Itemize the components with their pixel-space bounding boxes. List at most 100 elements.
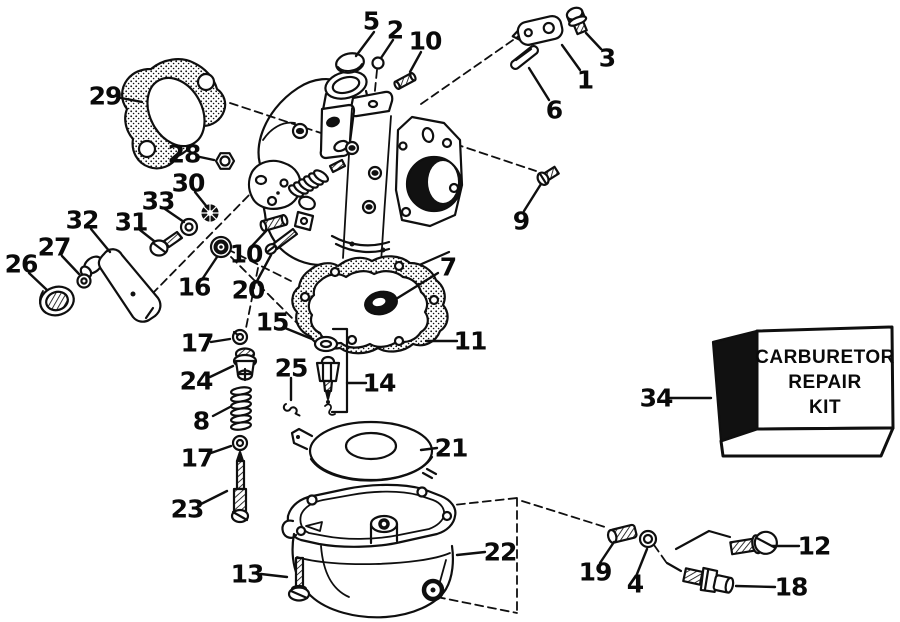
washer-4 <box>638 529 658 549</box>
callout-26: 26 <box>4 249 39 279</box>
callout-5: 5 <box>362 6 380 36</box>
screw-12 <box>729 530 778 556</box>
link-bracket-1 <box>511 15 564 46</box>
nut-28 <box>214 152 236 170</box>
intake-horn-bore <box>331 75 361 95</box>
float <box>290 420 438 482</box>
pin-6 <box>510 45 539 70</box>
callout-3: 3 <box>598 43 616 73</box>
ball-2 <box>371 56 385 70</box>
callout-21: 21 <box>434 433 469 463</box>
idle-needle-stack <box>229 328 258 524</box>
callout-14: 14 <box>362 368 397 398</box>
kit-box-bottom <box>719 426 895 458</box>
float-hinge-tab <box>290 427 314 451</box>
callout-25: 25 <box>274 353 309 383</box>
callout-33: 33 <box>141 186 176 216</box>
plug-19 <box>606 523 638 544</box>
callout-23: 23 <box>170 494 205 524</box>
fitting-18 <box>682 566 735 594</box>
callout-29: 29 <box>88 81 123 111</box>
callout-20: 20 <box>231 275 266 305</box>
kit-box-side <box>711 329 759 443</box>
callout-16: 16 <box>177 272 212 302</box>
lock-washer-17-lower <box>231 434 249 452</box>
top-hardware <box>335 6 588 186</box>
plug-hole <box>326 116 340 128</box>
callout-1: 1 <box>576 65 594 95</box>
inlet-needle-group <box>282 327 349 417</box>
o-ring-27 <box>76 273 92 289</box>
throttle-spring <box>287 158 347 198</box>
dash-to-pump-gasket <box>226 248 292 282</box>
spring-8 <box>229 386 253 431</box>
dash-left-hardware-chain <box>151 189 255 295</box>
dash-body-to-screw9 <box>454 143 537 172</box>
kit-line-1: CARBURETOR <box>755 346 895 368</box>
kit-line-3: KIT <box>808 396 842 418</box>
cam-lever <box>97 248 162 323</box>
bowl-screw-13 <box>287 556 311 602</box>
pin-10-top <box>393 72 417 90</box>
pump-gasket <box>291 255 449 355</box>
callout-31: 31 <box>114 207 149 237</box>
callout-15: 15 <box>255 307 290 337</box>
repair-kit-box <box>711 325 895 458</box>
bolt-3 <box>565 6 588 36</box>
callout-9: 9 <box>512 206 530 236</box>
dowel-pin-10 <box>259 214 289 232</box>
dash-bowl-drain <box>436 596 518 614</box>
clip-25 <box>282 403 301 417</box>
float-bowl <box>281 483 457 619</box>
kit-line-2: REPAIR <box>788 371 862 393</box>
callout-19: 19 <box>578 557 613 587</box>
callout-2: 2 <box>386 15 404 45</box>
callout-22: 22 <box>483 537 518 567</box>
needle-seat-14 <box>315 355 341 416</box>
star-washer-30 <box>200 203 220 223</box>
callout-17-lower: 17 <box>180 443 215 473</box>
linkage-plate <box>247 159 302 210</box>
dash-to-part19 <box>521 500 606 528</box>
callout-32: 32 <box>65 205 100 235</box>
bracket-14 <box>330 327 349 414</box>
callout-18: 18 <box>774 572 809 602</box>
callout-24: 24 <box>179 366 214 396</box>
screw-9 <box>536 165 560 186</box>
top-boss-hole <box>367 99 379 109</box>
gasket-bore-hole <box>146 76 206 148</box>
callout-7: 7 <box>439 252 457 282</box>
callout-10-top: 10 <box>408 26 443 56</box>
dash-to-part18 <box>653 544 667 563</box>
dash-bowl-top <box>443 497 518 507</box>
callout-13: 13 <box>230 559 265 589</box>
callout-8: 8 <box>192 406 210 436</box>
callout-17-upper: 17 <box>180 328 215 358</box>
drain-hardware <box>606 523 778 594</box>
callout-27: 27 <box>37 232 72 262</box>
callout-34: 34 <box>639 383 674 413</box>
dash-to-needle-stack <box>245 267 259 329</box>
callout-30: 30 <box>171 168 206 198</box>
screw-20 <box>264 227 299 255</box>
carburetor-body <box>247 70 464 273</box>
washer-33 <box>179 217 199 237</box>
nut-16 <box>209 235 233 259</box>
packing-nut-24 <box>232 347 258 382</box>
callout-11: 11 <box>453 326 488 356</box>
cam-follower-hardware <box>39 203 299 323</box>
dash-gasket29-to-body <box>229 102 331 137</box>
repair-kit-label: CARBURETOR REPAIR KIT <box>755 336 895 428</box>
dash-body-to-bracket <box>420 30 527 105</box>
callout-12: 12 <box>797 531 832 561</box>
callout-4: 4 <box>626 569 644 599</box>
leader-lines <box>27 30 801 589</box>
callout-28: 28 <box>167 139 202 169</box>
main-jet-tower <box>369 514 399 545</box>
callout-10-mid: 10 <box>229 239 264 269</box>
flange-gasket <box>121 58 227 170</box>
gasket-15 <box>313 335 339 353</box>
idle-needle-23 <box>230 450 250 524</box>
